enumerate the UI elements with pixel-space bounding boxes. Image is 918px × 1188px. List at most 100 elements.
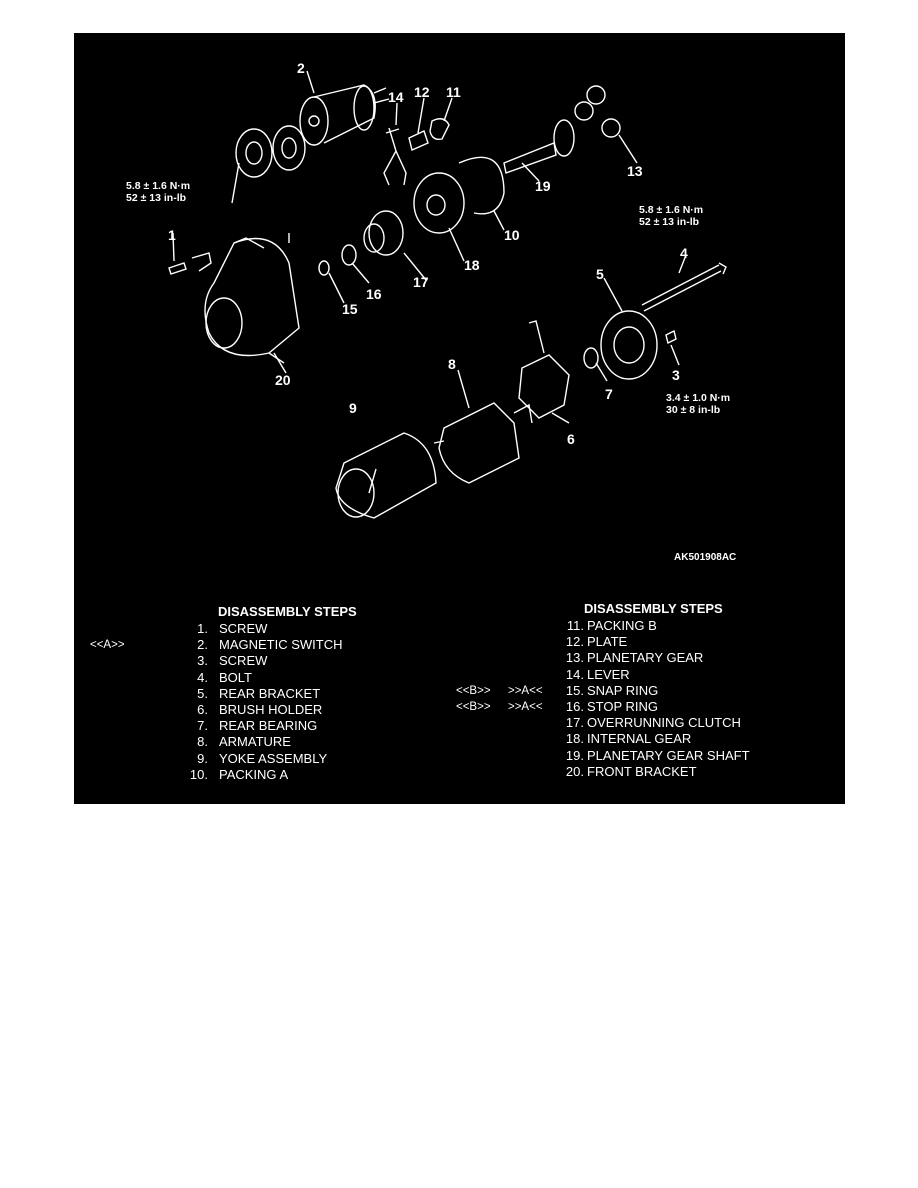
step-text: SNAP RING: [587, 682, 659, 698]
callout-18: 18: [464, 257, 480, 273]
torque-nm: 5.8 ± 1.6 N·m: [126, 180, 191, 192]
packing-b-part: [429, 118, 450, 141]
step-text: REAR BEARING: [219, 718, 318, 734]
step-number: 6.: [197, 702, 208, 717]
step-text: OVERRUNNING CLUTCH: [587, 715, 741, 731]
callout-19: 19: [535, 178, 551, 194]
step-number: 17.: [565, 715, 584, 731]
callout-14: 14: [388, 89, 404, 105]
packing-a-part: [458, 156, 505, 215]
callout-16: 16: [366, 286, 382, 302]
front-bracket-part: [204, 237, 300, 364]
step-text: FRONT BRACKET: [587, 763, 697, 779]
rear-bearing-part: [583, 347, 599, 369]
step-tag: <<A>>: [90, 639, 125, 652]
callout-20: 20: [275, 372, 291, 388]
step-tag-b: >>A<<: [508, 684, 543, 697]
step-number: 19.: [565, 747, 584, 763]
step-number: 5.: [197, 685, 208, 701]
step-number: 13.: [565, 650, 584, 666]
step-tag-b: >>A<<: [508, 701, 543, 713]
torque-inlb: 30 ± 8 in-lb: [666, 404, 721, 416]
step-text: BOLT: [219, 669, 252, 685]
step-number: 12.: [565, 634, 584, 650]
step-text: SCREW: [219, 653, 268, 669]
callout-7: 7: [605, 386, 613, 402]
planetary-gear-parts: [574, 85, 621, 138]
steps-heading: DISASSEMBLY STEPS: [584, 601, 723, 616]
rear-bracket-part: [600, 310, 658, 380]
disassembly-steps-left: DISASSEMBLY STEPS 1. SCREW <<A>> 2. MAGNETIC…: [74, 604, 454, 784]
exploded-view-drawing: [168, 70, 727, 519]
step-number: 7.: [197, 718, 208, 734]
step-number: 2.: [197, 637, 208, 653]
plate-part: [408, 130, 429, 151]
step-text: REAR BRACKET: [219, 685, 321, 701]
step-number: 3.: [197, 653, 208, 669]
step-number: 20.: [565, 763, 584, 779]
step-number: 15.: [565, 682, 584, 698]
callout-3: 3: [672, 367, 680, 383]
step-number: 9.: [197, 750, 208, 766]
torque-inlb: 52 ± 13 in-lb: [126, 192, 187, 204]
step-number: 18.: [565, 731, 584, 747]
torque-spec-screw-3: 3.4 ± 1.0 N·m 30 ± 8 in-lb: [666, 392, 730, 416]
magnetic-switch-part: [299, 84, 390, 146]
snap-ring-part: [318, 260, 330, 276]
switch-gasket-parts: [231, 125, 306, 243]
callout-5: 5: [596, 266, 604, 282]
planetary-gear-shaft-part: [503, 119, 575, 174]
step-text: SCREW: [219, 621, 268, 636]
callout-11: 11: [446, 84, 461, 100]
callout-10: 10: [504, 227, 520, 243]
callout-9: 9: [349, 400, 357, 416]
step-number: 8.: [197, 734, 208, 750]
step-number: 16.: [565, 699, 584, 714]
step-tag-a: <<B>>: [456, 684, 491, 697]
diagram-panel: 1 2 3 4 5 6 7 8 9 10 11 12 13 14 15 16 1…: [74, 33, 845, 804]
step-tag-a: <<B>>: [456, 701, 491, 713]
callout-8: 8: [448, 356, 456, 372]
callout-17: 17: [413, 274, 429, 290]
callout-4: 4: [680, 245, 688, 261]
callout-6: 6: [567, 431, 575, 447]
step-text: YOKE ASSEMBLY: [219, 750, 328, 766]
torque-inlb: 52 ± 13 in-lb: [639, 216, 700, 228]
callout-1: 1: [168, 227, 176, 243]
leader-lines: [172, 70, 687, 494]
step-text: ARMATURE: [219, 734, 291, 750]
step-number: 11.: [566, 618, 584, 633]
step-number: 1.: [197, 621, 208, 636]
yoke-assembly-part: [335, 432, 437, 519]
bolt-part: [641, 262, 727, 312]
step-text: LEVER: [587, 666, 630, 682]
step-number: 10.: [189, 766, 208, 782]
step-text: STOP RING: [587, 699, 659, 714]
callout-15: 15: [342, 301, 358, 317]
torque-spec-screw-1: 5.8 ± 1.6 N·m 52 ± 13 in-lb: [126, 180, 190, 204]
internal-gear-part: [413, 172, 465, 234]
armature-part: [433, 402, 533, 484]
step-number: 14.: [565, 666, 584, 682]
brush-holder-part: [518, 320, 570, 419]
torque-spec-bolt-4: 5.8 ± 1.6 N·m 52 ± 13 in-lb: [639, 204, 703, 228]
steps-heading: DISASSEMBLY STEPS: [218, 604, 357, 619]
step-text: PLANETARY GEAR SHAFT: [587, 747, 750, 763]
step-text: INTERNAL GEAR: [587, 731, 692, 747]
step-text: MAGNETIC SWITCH: [219, 637, 343, 653]
step-text: PACKING B: [587, 618, 657, 633]
callout-12: 12: [414, 84, 430, 100]
callout-2: 2: [297, 60, 305, 76]
torque-nm: 5.8 ± 1.6 N·m: [639, 204, 704, 216]
callout-13: 13: [627, 163, 643, 179]
step-text: PLANETARY GEAR: [587, 650, 704, 666]
step-text: PACKING A: [219, 766, 289, 782]
screw-3-part: [665, 329, 677, 345]
step-number: 4.: [197, 669, 208, 685]
screw-1-part: [168, 252, 212, 275]
step-text: PLATE: [587, 634, 628, 650]
step-text: BRUSH HOLDER: [219, 702, 323, 717]
lever-part: [383, 127, 407, 186]
stop-ring-part: [341, 244, 357, 266]
